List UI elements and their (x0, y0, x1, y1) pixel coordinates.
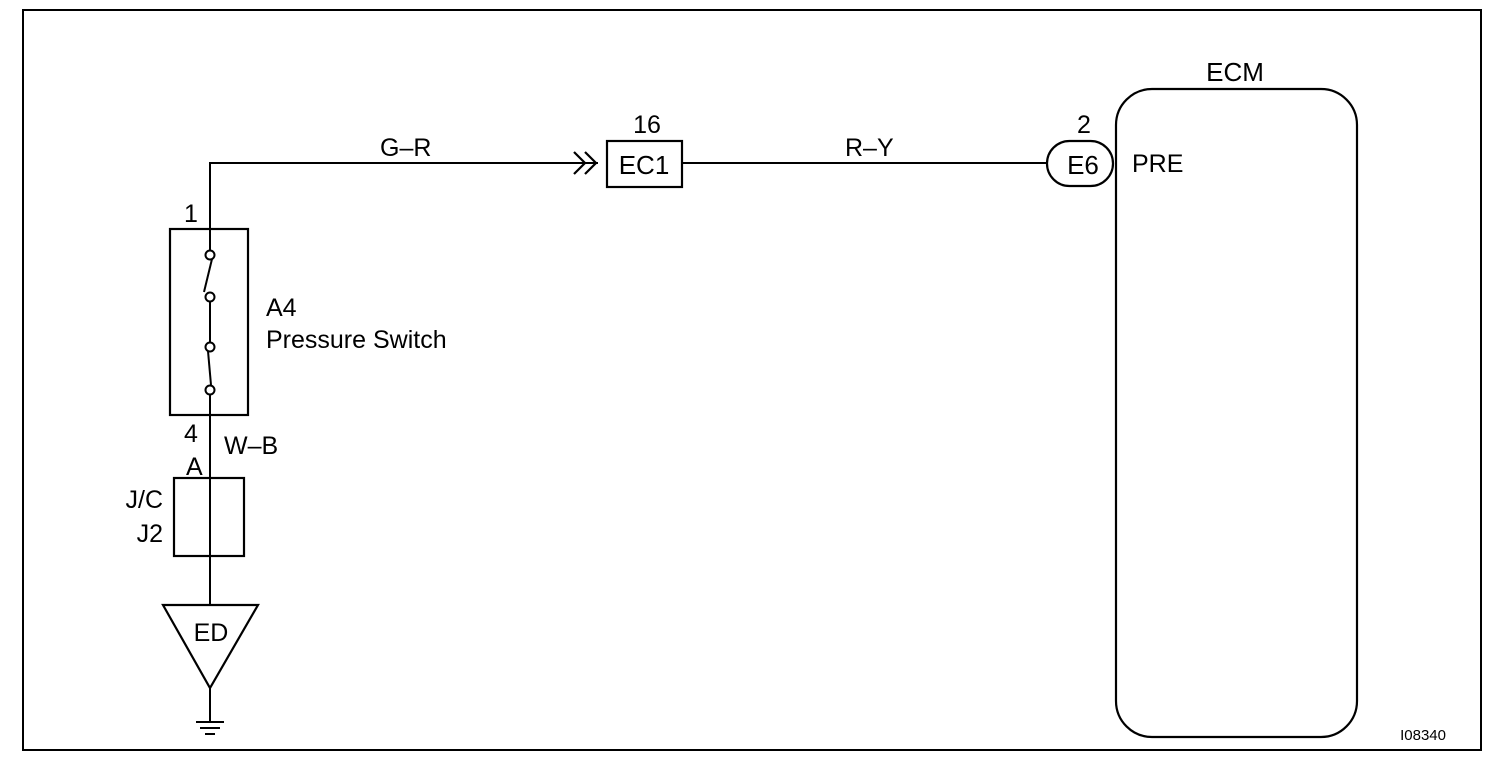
ground-icon (196, 688, 224, 735)
junction-label-jc: J/C (126, 486, 164, 514)
diagram-frame (22, 9, 1482, 751)
junction-box (172, 476, 246, 558)
ecm-box (1114, 87, 1359, 739)
e6-connector-capsule (1045, 139, 1115, 188)
wire-label-w-b: W–B (224, 432, 278, 460)
junction-pin: A (186, 453, 203, 481)
wire-g-r (209, 162, 598, 230)
ecm-terminal-name: PRE (1132, 150, 1183, 178)
ec1-connector-label: EC1 (619, 150, 670, 180)
pressure-switch-id: A4 (266, 294, 297, 322)
wire-label-g-r: G–R (380, 134, 431, 162)
pressure-switch-pin-top: 1 (184, 200, 198, 228)
junction-label-j2: J2 (137, 520, 163, 548)
ground-point-label: ED (194, 619, 229, 647)
pressure-switch-name: Pressure Switch (266, 326, 447, 354)
ecm-title: ECM (1206, 57, 1264, 87)
ground-triangle (161, 603, 260, 691)
e6-connector-label: E6 (1067, 150, 1099, 180)
switch-contacts-icon (203, 230, 216, 415)
figure-reference: I08340 (1400, 727, 1446, 744)
pressure-switch-pin-bottom: 4 (184, 420, 198, 448)
ec1-connector-box (605, 139, 684, 189)
ec1-connector-chevron-icon (573, 151, 598, 175)
wire-label-r-y: R–Y (845, 134, 894, 162)
ec1-pin-number: 16 (633, 111, 661, 139)
ecm-terminal-number: 2 (1077, 111, 1091, 139)
